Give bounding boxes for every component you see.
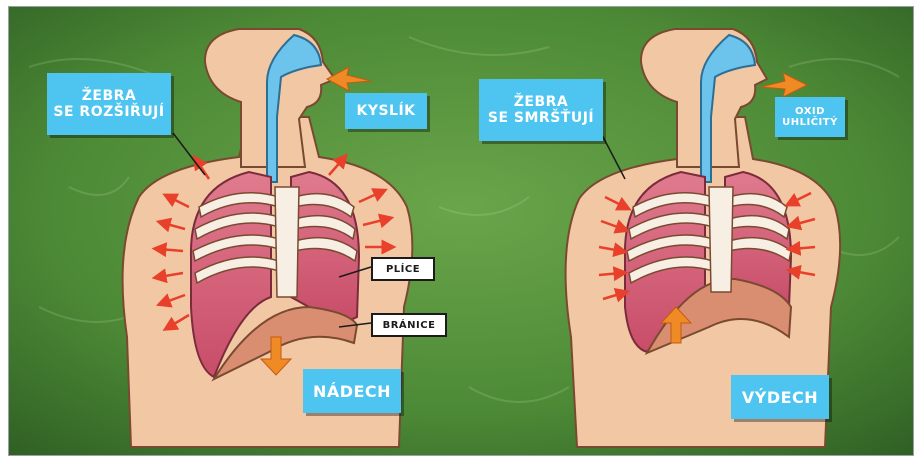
oxygen-label-text: KYSLÍK	[356, 103, 415, 119]
oxygen-label: KYSLÍK	[345, 93, 427, 129]
exhale-label-text: VÝDECH	[742, 388, 818, 407]
diagram-frame: ŽEBRA SE ROZŠIŘUJÍ KYSLÍK PLÍCE BRÁNICE …	[8, 6, 914, 456]
ribs-contract-line1: ŽEBRA	[514, 94, 569, 110]
exhale-label: VÝDECH	[731, 375, 829, 419]
inhale-label: NÁDECH	[303, 369, 401, 413]
lungs-label-text: PLÍCE	[386, 264, 420, 275]
lungs-label: PLÍCE	[371, 257, 435, 281]
co2-label: OXID UHLIČITÝ	[775, 97, 845, 137]
ribs-contract-label: ŽEBRA SE SMRŠŤUJÍ	[479, 79, 603, 141]
diaphragm-label-text: BRÁNICE	[383, 320, 436, 331]
ribs-contract-line2: SE SMRŠŤUJÍ	[488, 110, 594, 126]
ribs-expand-line2: SE ROZŠIŘUJÍ	[53, 104, 164, 120]
co2-label-line2: UHLIČITÝ	[782, 117, 838, 128]
inhale-label-text: NÁDECH	[313, 382, 391, 401]
diaphragm-label: BRÁNICE	[371, 313, 447, 337]
co2-label-line1: OXID	[795, 106, 825, 117]
ribs-expand-line1: ŽEBRA	[82, 88, 137, 104]
ribs-expand-label: ŽEBRA SE ROZŠIŘUJÍ	[47, 73, 171, 135]
